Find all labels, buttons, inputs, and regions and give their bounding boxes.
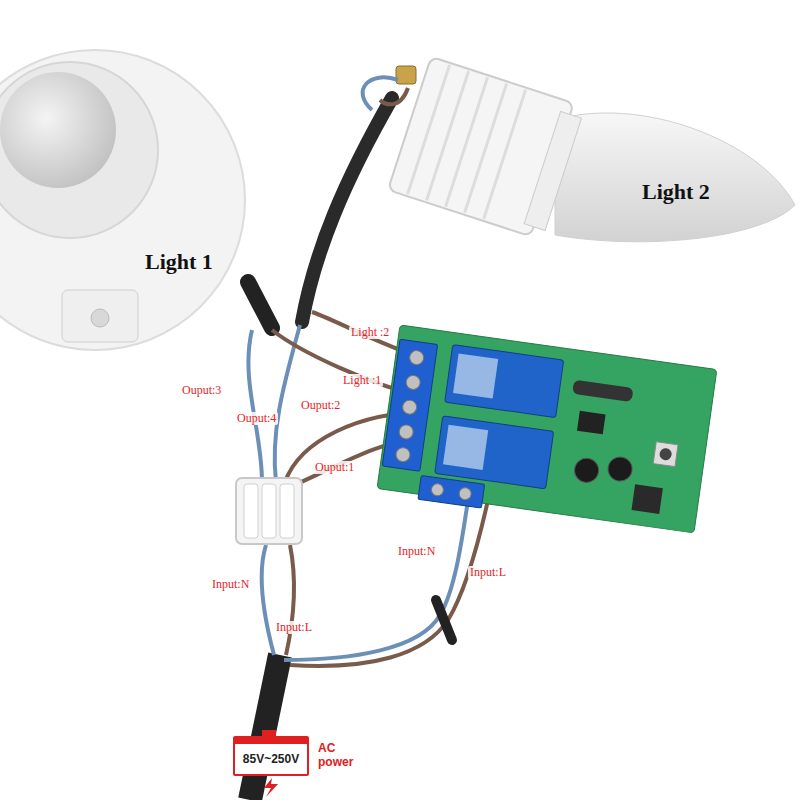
terminal-label: Ouput:3 <box>180 384 223 397</box>
terminal-label: Light :2 <box>349 326 391 339</box>
voltage-text: 85V~250V <box>243 752 299 766</box>
power-label: AC power <box>318 742 362 770</box>
terminal-label: Ouput:2 <box>299 399 342 412</box>
terminal-label: Ouput:4 <box>235 412 278 425</box>
wire-blue <box>262 545 274 655</box>
wire-blue <box>248 330 262 482</box>
lamp-holder-2 <box>388 57 795 242</box>
sleeve <box>248 282 272 328</box>
wire-brown <box>286 545 294 655</box>
light-label: Light 2 <box>642 180 710 204</box>
relay-board <box>376 325 717 538</box>
wire-blue <box>275 325 300 482</box>
terminal-label: Input:L <box>468 566 508 579</box>
terminal-label: Light :1 <box>341 374 383 387</box>
terminal-label: Input:N <box>396 545 437 558</box>
wire-blue <box>284 500 468 660</box>
terminal-label: Input:L <box>274 621 314 634</box>
terminal-label: Input:N <box>210 578 251 591</box>
lamp-holder-1 <box>0 50 245 350</box>
terminal-label: Ouput:1 <box>313 461 356 474</box>
light-label: Light 1 <box>145 250 213 274</box>
wire-brown <box>290 500 488 666</box>
wire-connector <box>236 478 302 544</box>
cable <box>302 98 392 322</box>
mains-cable <box>250 655 280 800</box>
power-box: 85V~250V <box>233 736 309 776</box>
